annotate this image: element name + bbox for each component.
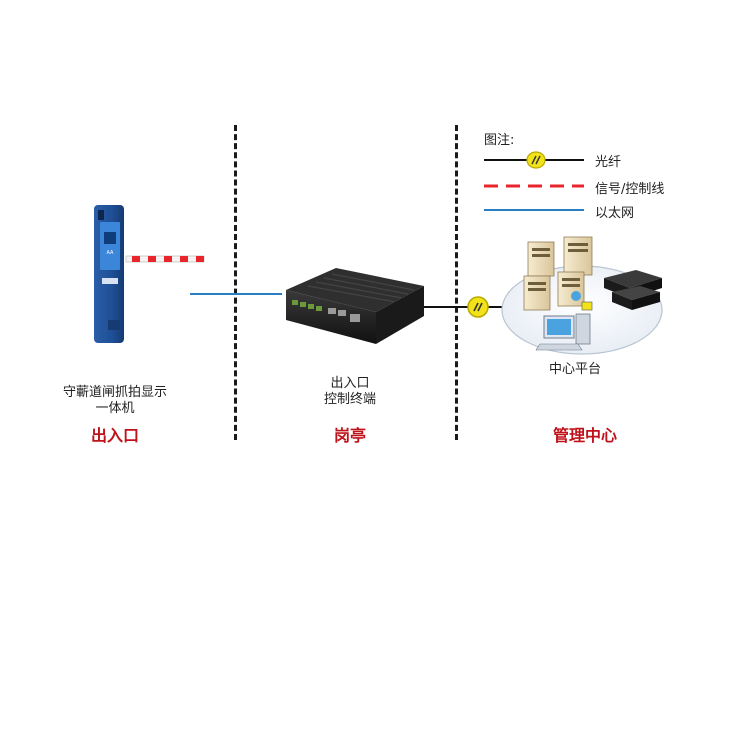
- legend-ethernet-swatch: [484, 209, 584, 211]
- fiber-marker-icon: [467, 296, 489, 318]
- legend-signal-label: 信号/控制线: [595, 182, 665, 197]
- legend-signal-swatch: [484, 184, 584, 188]
- legend-fiber-swatch: [484, 151, 584, 169]
- legend-ethernet-label: 以太网: [595, 206, 635, 221]
- control-terminal-label-1: 出入口: [330, 376, 370, 391]
- gate-device-label-1: 守蘄道闸抓拍显示: [62, 385, 167, 400]
- center-platform-icon: [501, 236, 663, 355]
- legend-fiber-label: 光纤: [595, 155, 622, 170]
- svg-text:AA: AA: [107, 250, 115, 256]
- legend-title: 图注:: [484, 133, 515, 148]
- control-terminal-label-2: 控制终端: [323, 392, 376, 407]
- gate-terminal-icon: AA: [94, 205, 205, 343]
- control-terminal-icon: [286, 268, 424, 344]
- center-platform-label: 中心平台: [548, 362, 601, 377]
- zone-divider-right: [455, 125, 458, 440]
- zone-title-center: 管理中心: [552, 426, 617, 445]
- zone-divider-left: [234, 125, 237, 440]
- gate-device-label-2: 一体机: [95, 401, 135, 416]
- zone-title-entrance: 出入口: [90, 426, 139, 445]
- zone-title-booth: 岗亭: [333, 426, 366, 445]
